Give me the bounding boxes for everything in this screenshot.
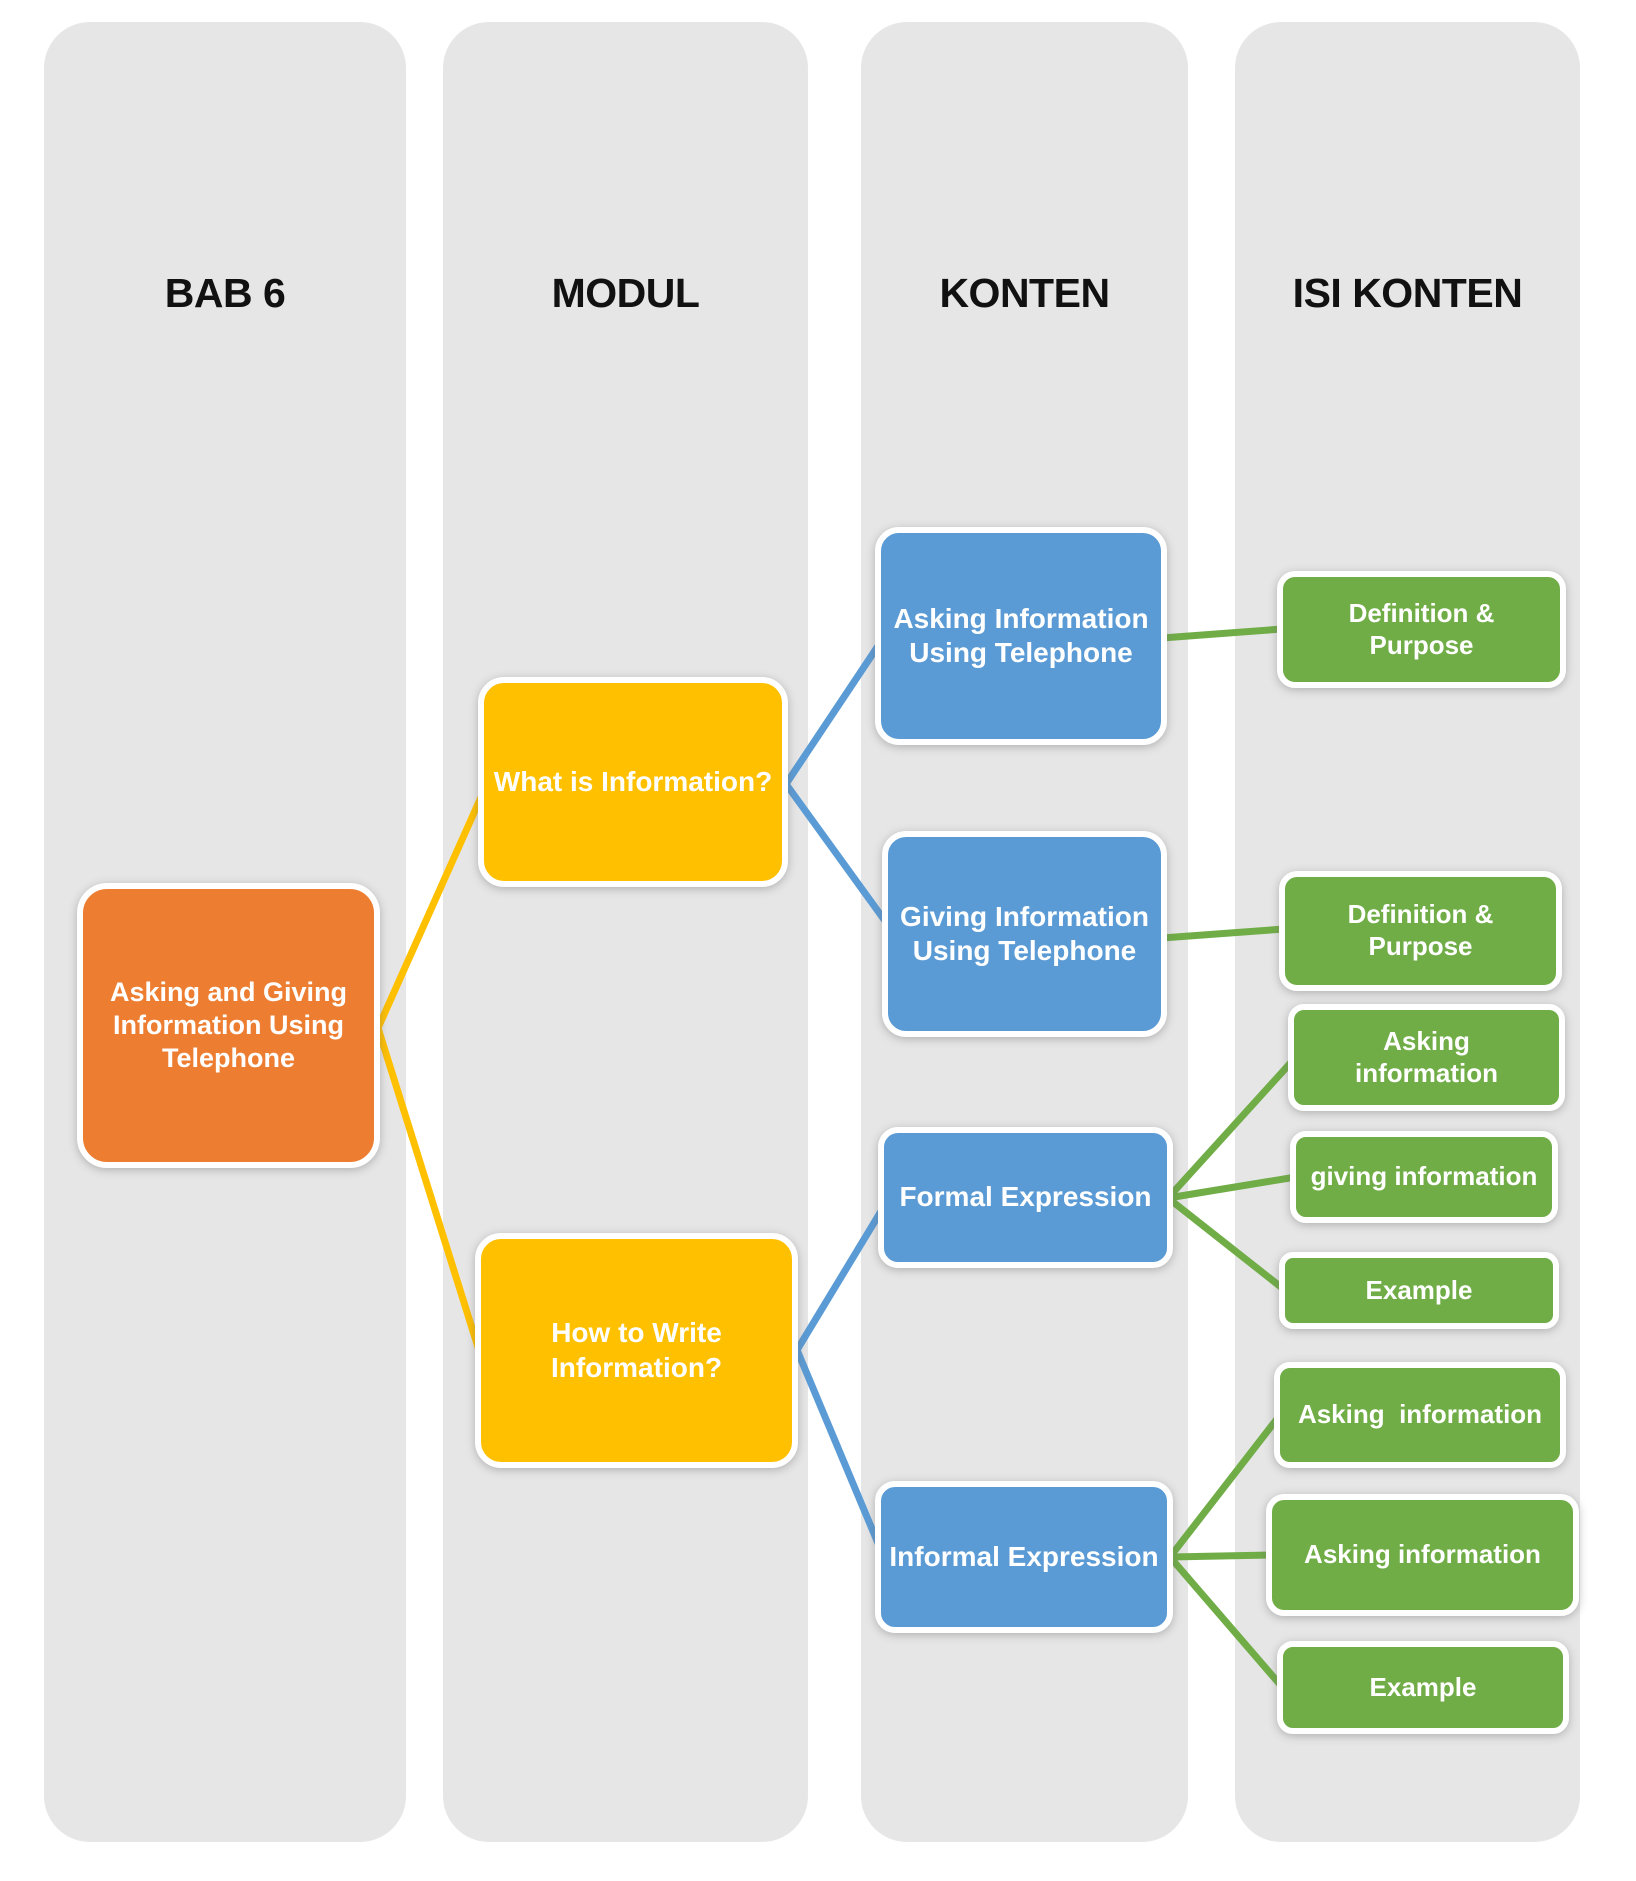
connector-konten3-isi4 [1164,1173,1300,1202]
node-konten-informal-expression: Informal Expression [875,1481,1173,1633]
node-konten-giving-information-telephone: Giving Information Using Telephone [882,831,1167,1037]
connector-konten3-isi5 [1164,1194,1290,1295]
node-isi-definition-purpose-1: Definition & Purpose [1277,571,1566,688]
column-header-konten: KONTEN [939,270,1110,316]
node-konten-asking-information-telephone: Asking Information Using Telephone [875,527,1167,745]
node-modul-how-to-write-information: How to Write Information? [475,1233,798,1468]
column-header-isi-konten: ISI KONTEN [1292,270,1523,316]
connector-konten2-isi2 [1158,925,1288,942]
node-isi-giving-information-formal: giving information [1290,1131,1558,1223]
connector-konten4-isi8 [1166,1553,1287,1692]
node-isi-example-formal: Example [1279,1252,1559,1329]
node-modul-what-is-information: What is Information? [478,677,788,887]
node-isi-asking-information-informal-2: Asking information [1266,1494,1579,1616]
connector-modul2-konten3 [793,1199,890,1354]
node-konten-formal-expression: Formal Expression [878,1127,1173,1268]
column-header-bab6: BAB 6 [164,270,286,316]
connector-modul2-konten4 [793,1346,884,1552]
node-isi-definition-purpose-2: Definition & Purpose [1279,871,1562,991]
column-header-modul: MODUL [551,270,700,316]
connector-modul1-konten1 [782,636,886,788]
connector-konten4-isi6 [1166,1411,1284,1561]
node-root-asking-giving-information: Asking and Giving Information Using Tele… [77,883,380,1168]
node-isi-asking-information-formal: Asking information [1288,1004,1565,1111]
node-isi-example-informal: Example [1277,1641,1569,1734]
connector-root-modul1 [374,782,490,1032]
connector-konten1-isi1 [1158,625,1286,642]
connector-root-modul2 [374,1024,486,1364]
node-isi-asking-information-informal-1: Asking information [1274,1362,1566,1468]
connector-konten4-isi7 [1166,1551,1276,1561]
column-modul [443,22,808,1842]
connector-konten3-isi3 [1164,1054,1299,1202]
connector-modul1-konten2 [782,780,892,929]
